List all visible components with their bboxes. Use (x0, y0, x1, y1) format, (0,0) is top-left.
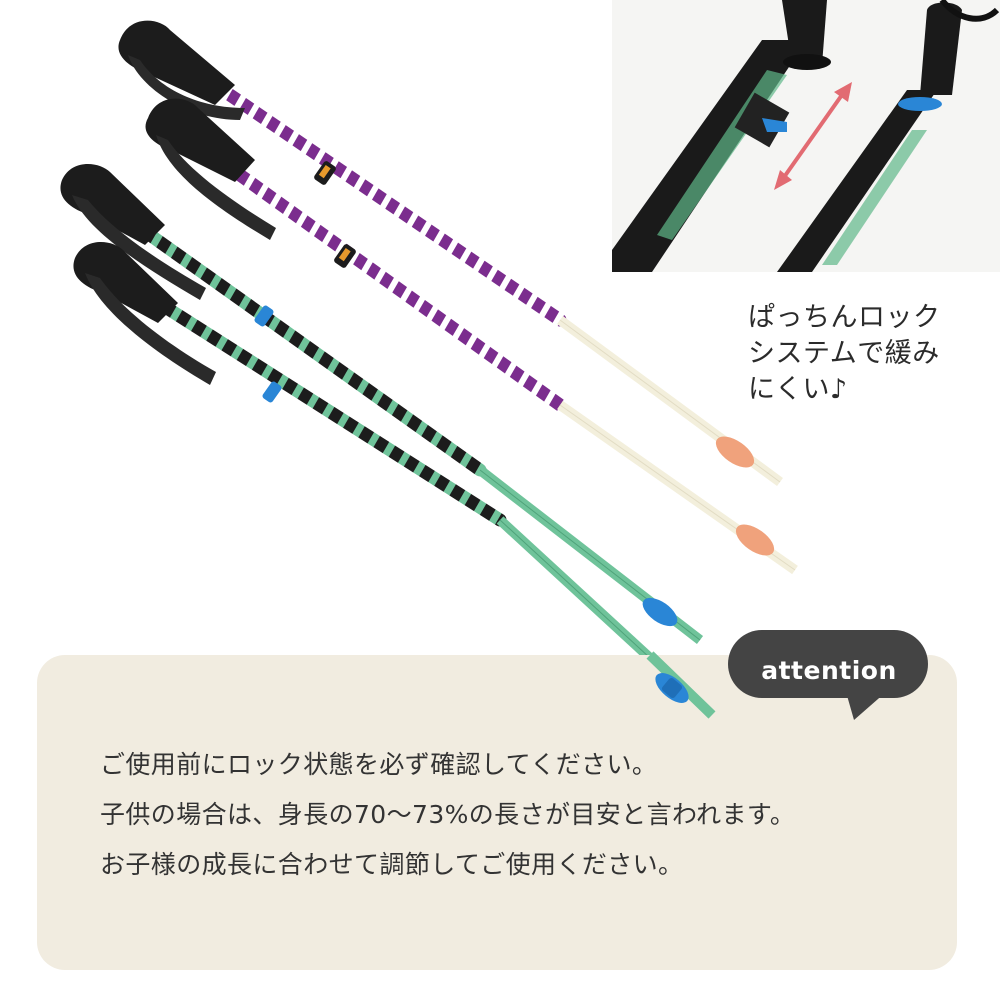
pole-green-1 (60, 163, 704, 644)
note-line-lock-check: ご使用前にロック状態を必ず確認してください。 (100, 750, 658, 779)
pole-purple-2 (145, 98, 798, 575)
note-line-adjust: お子様の成長に合わせて調節してご使用ください。 (100, 850, 684, 879)
attention-notes: ご使用前にロック状態を必ず確認してください。 子供の場合は、身長の70～73%の… (100, 740, 930, 890)
attention-panel (37, 655, 957, 970)
note-line-length-guide: 子供の場合は、身長の70～73%の長さが目安と言われます。 (100, 800, 796, 829)
speech-bubble-icon (728, 630, 928, 720)
caption-line: システムで緩み (748, 338, 940, 369)
pole-green-2 (73, 241, 716, 719)
pole-purple-1 (118, 20, 783, 487)
lock-detail-photo (612, 0, 1000, 272)
double-arrow-icon (774, 82, 852, 190)
attention-label: attention (761, 655, 897, 685)
caption-line: にくい♪ (748, 374, 848, 405)
lock-system-caption: ぱっちんロック システムで緩み にくい♪ (748, 300, 988, 408)
attention-badge: attention (726, 622, 932, 722)
caption-line: ぱっちんロック (748, 302, 941, 333)
lock-detail-illustration (612, 0, 1000, 272)
